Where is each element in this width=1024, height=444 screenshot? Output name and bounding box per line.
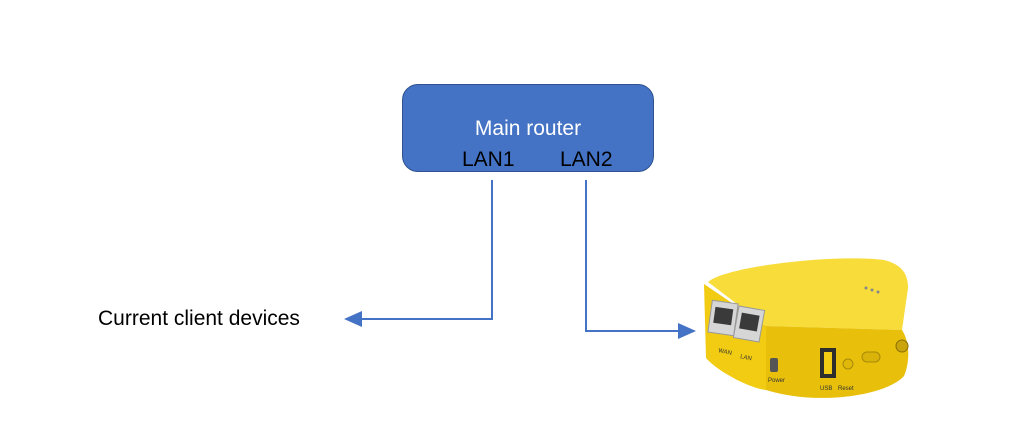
client-devices-label: Current client devices bbox=[98, 307, 300, 330]
svg-text:USB: USB bbox=[820, 386, 832, 392]
lan2-to-device-arrow bbox=[585, 180, 696, 339]
reset-button-icon bbox=[842, 358, 854, 370]
mode-switch-icon bbox=[861, 351, 881, 363]
svg-text:Power: Power bbox=[768, 378, 785, 384]
lan1-label: LAN1 bbox=[462, 148, 515, 171]
dc-jack-icon bbox=[895, 339, 909, 353]
main-router-box: Main router LAN1 LAN2 bbox=[402, 84, 654, 172]
travel-router-icon: WAN LAN Power USB Reset bbox=[696, 230, 922, 430]
svg-text:Reset: Reset bbox=[838, 386, 854, 392]
svg-text:WAN: WAN bbox=[718, 348, 733, 357]
lan2-label: LAN2 bbox=[560, 148, 613, 171]
router-title: Main router bbox=[474, 117, 582, 140]
svg-text:LAN: LAN bbox=[740, 354, 753, 362]
lan1-to-clients-arrow bbox=[344, 180, 493, 327]
device-side-face bbox=[766, 326, 909, 398]
power-port-icon bbox=[770, 358, 778, 372]
